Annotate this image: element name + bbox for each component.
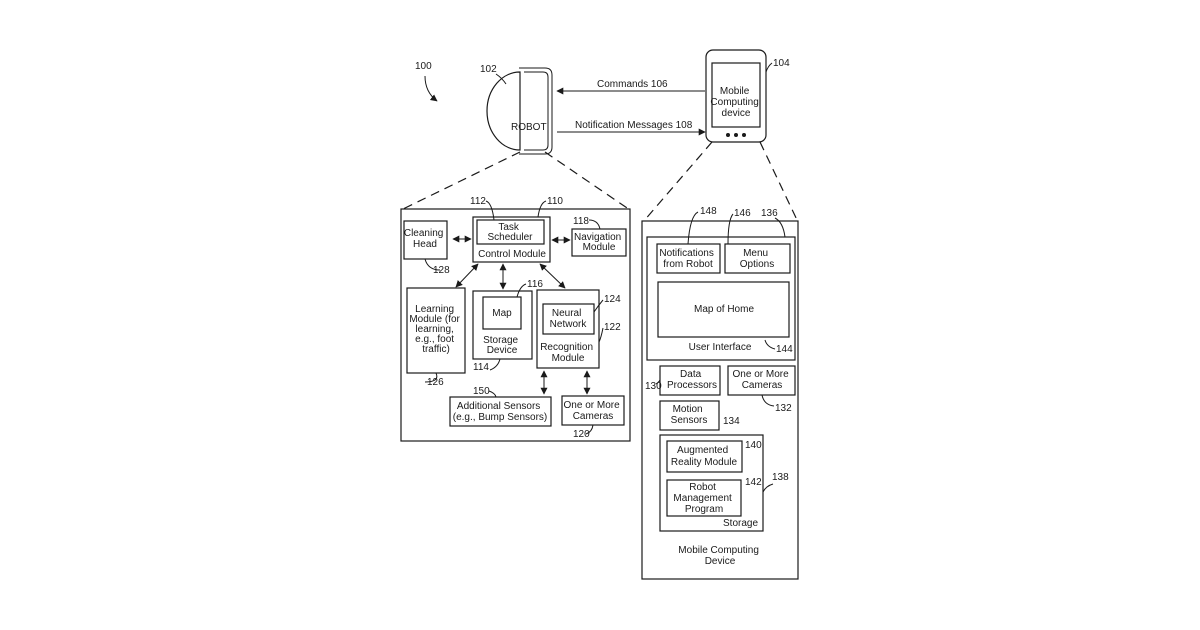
ref-130: 130 <box>645 381 662 392</box>
ref-122: 122 <box>604 322 621 333</box>
ref-116: 116 <box>527 279 543 290</box>
ref-146: 146 <box>734 208 751 219</box>
ref-134: 134 <box>723 416 740 427</box>
ref-100: 100 <box>415 61 432 72</box>
ref-102: 102 <box>480 64 497 75</box>
ref-100-arrow <box>425 76 437 101</box>
robot-bumper <box>519 68 552 154</box>
ref-144: 144 <box>776 344 793 355</box>
robot-label: ROBOT <box>511 122 547 133</box>
ref-132: 132 <box>775 403 792 414</box>
ref-120: 120 <box>573 429 590 440</box>
robot-body <box>487 72 520 150</box>
map-of-home-label: Map of Home <box>694 304 754 315</box>
ref-104-leader <box>766 63 772 72</box>
motion-sensors-label: Motion Sensors <box>671 404 708 426</box>
ref-136: 136 <box>761 208 778 219</box>
user-interface-label: User Interface <box>689 342 752 353</box>
robot-bumper-inner <box>524 72 548 150</box>
ref-128: 128 <box>433 265 450 276</box>
ref-110: 110 <box>547 196 563 207</box>
ref-124: 124 <box>604 294 621 305</box>
control-module-label: Control Module <box>478 249 546 260</box>
robot-zoom-line-left <box>401 152 520 210</box>
phone-button <box>734 133 738 137</box>
notifications-label: Notification Messages 108 <box>575 120 693 131</box>
phone-button <box>726 133 730 137</box>
phone-button <box>742 133 746 137</box>
ref-138: 138 <box>772 472 789 483</box>
additional-sensors-label: Additional Sensors (e.g., Bump Sensors) <box>453 401 547 423</box>
ref-104: 104 <box>773 58 790 69</box>
ref-148: 148 <box>700 206 717 217</box>
ref-114: 114 <box>473 362 489 373</box>
mobile-device: Mobile Computing device <box>706 50 766 142</box>
ref-118: 118 <box>573 216 589 227</box>
menu-options-label: Menu Options <box>740 248 774 270</box>
storage-device-label: Storage Device <box>483 335 521 356</box>
robot: ROBOT <box>487 68 552 154</box>
ref-142: 142 <box>745 477 762 488</box>
neural-network-label: Neural Network <box>550 308 588 330</box>
ref-112: 112 <box>470 196 486 207</box>
ref-126: 126 <box>427 377 444 388</box>
ar-module-label: Augmented Reality Module <box>671 445 738 468</box>
commands-label: Commands 106 <box>597 79 668 90</box>
notifications-from-robot-label: Notifications from Robot <box>659 248 716 270</box>
map-label: Map <box>492 308 512 319</box>
ref-140: 140 <box>745 440 762 451</box>
ref-150: 150 <box>473 386 490 397</box>
storage-label: Storage <box>723 518 758 529</box>
